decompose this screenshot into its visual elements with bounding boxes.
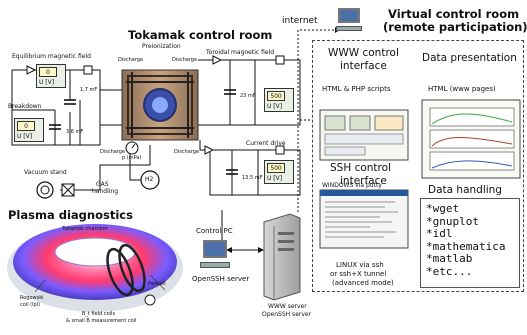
control-pc-label: Control PC	[196, 227, 233, 235]
html-pages-label: HTML (www pages)	[428, 85, 496, 93]
linux-ssh-label: LINUX via ssh	[336, 261, 384, 269]
meter-display: 500	[267, 163, 285, 173]
tool-item: *etc...	[426, 264, 473, 278]
html-php-label: HTML & PHP scripts	[322, 85, 391, 93]
www-server-label: WWW server	[268, 303, 307, 310]
diodes	[26, 55, 285, 155]
discharge-tag-4: Discharge	[174, 149, 200, 155]
tool-item: *mathematica	[426, 239, 506, 253]
tokamak-room-title: Tokamak control room	[128, 28, 273, 42]
vacuum-pump-icon	[36, 181, 54, 199]
linux-tunnel-label: or ssh+X tunnel	[330, 270, 387, 278]
ssh-control-title: SSH control	[330, 162, 391, 174]
vacuum-stand-label: Vacuum stand	[24, 169, 67, 176]
tool-item: *idl	[426, 227, 453, 240]
h2-label: H2	[145, 176, 154, 183]
gas-cylinder-icon	[140, 170, 160, 190]
pancoil-label: Pancoil	[148, 281, 166, 287]
tokamak-chamber-label: Tokamak chamber	[62, 226, 108, 232]
linux-advanced-label: (advanced mode)	[332, 279, 394, 287]
torus-icon	[7, 224, 183, 312]
cap-value-3: 23 mF	[240, 93, 256, 99]
tokamak-vessel-icon	[121, 69, 199, 141]
discharge-tag-3: Discharge	[100, 149, 126, 155]
meter-unit: U [V]	[39, 79, 55, 86]
cap-value-2: 3,6 mF	[66, 129, 84, 135]
internet-label: internet	[282, 16, 318, 26]
network-links	[221, 29, 335, 251]
small-b-coil-label: & small B measurement coil	[66, 318, 137, 324]
virtual-room-title: Virtual control room	[388, 7, 520, 21]
windows-putty-label: WINDOWS via putty	[322, 182, 382, 189]
server-tower-icon	[263, 213, 301, 301]
current-drive-voltage-meter[interactable]: 500 U [V]	[264, 160, 294, 184]
tool-item: *matlab	[426, 252, 473, 265]
meter-display: 0	[39, 67, 57, 77]
meter-unit: U [V]	[267, 103, 283, 110]
data-handling-box: *wget *gnuplot *idl *mathematica *matlab…	[420, 198, 520, 288]
pressure-label: p (mPa)	[122, 155, 142, 161]
www-control-subtitle: interface	[340, 60, 387, 72]
rogowski-coil-label: coil (Ipl)	[20, 302, 41, 308]
data-presentation-title: Data presentation	[422, 52, 517, 64]
virtual-room-box	[312, 40, 524, 292]
rogowski-label: Rogowski	[20, 295, 44, 301]
meter-display: 500	[267, 91, 285, 101]
capacitors	[49, 89, 238, 175]
meter-unit: U [V]	[17, 133, 33, 140]
breakdown-voltage-meter[interactable]: 0 U [V]	[14, 118, 44, 142]
discharge-tag-1: Discharge	[118, 57, 144, 63]
equilibrium-voltage-meter[interactable]: 0 U [V]	[36, 64, 66, 88]
discharge-tag-2: Discharge	[172, 57, 198, 63]
control-pc-monitor-icon	[200, 240, 230, 270]
openssh-server-label: OpenSSH server	[192, 275, 250, 283]
gas-handling-label: handling	[92, 188, 119, 195]
data-handling-title: Data handling	[428, 184, 502, 196]
bt-coils-label: B_t field coils	[82, 311, 116, 317]
www-control-title: WWW control	[328, 47, 399, 59]
current-drive-label: Current drive	[246, 140, 286, 147]
tool-item: *wget	[426, 202, 460, 215]
terminal-screenshot	[319, 189, 409, 249]
www-screenshot	[319, 109, 409, 161]
plots-screenshot	[421, 99, 521, 179]
ssh-control-subtitle: interface	[340, 175, 387, 187]
valve-icon	[61, 183, 75, 197]
gas-label: GAS	[96, 181, 109, 188]
breakdown-label: Breakdown	[8, 103, 42, 110]
www-openssh-label: OpenSSH server	[262, 311, 312, 318]
toroidal-field-label: Toroidal magnetic field	[206, 49, 275, 56]
equilibrium-field-label: Equilibrium magnetic field	[12, 53, 91, 60]
pressure-gauge-icon	[125, 141, 139, 155]
plasma-diagnostics-title: Plasma diagnostics	[8, 208, 133, 222]
toroidal-voltage-meter[interactable]: 500 U [V]	[264, 88, 294, 112]
remote-monitor-icon	[336, 8, 362, 32]
cap-value-4: 13,5 mF	[242, 175, 263, 181]
preionization-label: Preionization	[142, 43, 181, 50]
virtual-room-subtitle: (remote participation)	[383, 20, 527, 34]
meter-unit: U [V]	[267, 175, 283, 182]
cap-value-1: 1,7 mF	[80, 87, 98, 93]
tool-item: *gnuplot	[426, 214, 479, 228]
meter-display: 0	[17, 121, 35, 131]
